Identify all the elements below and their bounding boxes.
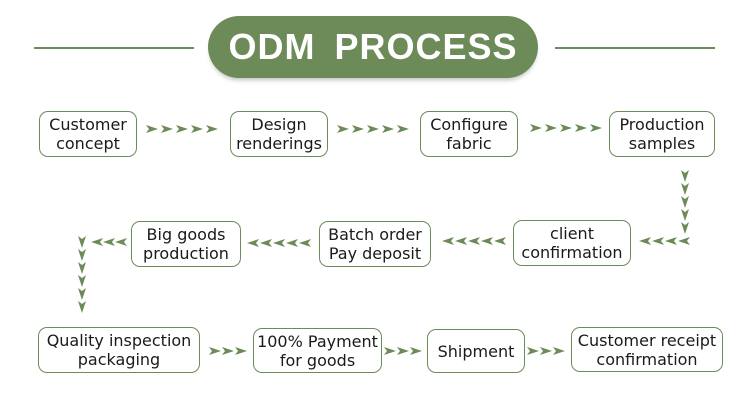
arrowhead-icon [575,124,587,132]
arrowhead-icon [78,301,86,313]
arrowhead-icon [286,239,298,247]
arrowhead-icon [494,237,506,245]
arrowhead-icon [397,347,409,355]
step-big-goods-production: Big goods production [131,221,241,267]
arrowhead-icon [455,237,467,245]
arrowhead-icon [78,249,86,261]
step-configure-fabric: Configure fabric [420,111,518,157]
arrowhead-icon [553,347,565,355]
arrowhead-icon [384,347,396,355]
page-title: ODM PROCESS [208,16,538,78]
arrowhead-icon [560,124,572,132]
arrowhead-icon [299,239,311,247]
arrowhead-icon [652,237,664,245]
step-production-samples: Production samples [609,111,715,157]
arrowhead-icon [678,237,690,245]
arrowhead-icon [337,125,349,133]
arrowhead-icon [352,125,364,133]
arrowhead-icon [247,239,259,247]
arrowhead-icon [681,170,689,182]
arrowhead-icon [410,347,422,355]
step-customer-concept: Customer concept [39,111,137,157]
arrowhead-icon [442,237,454,245]
arrowhead-icon [481,237,493,245]
step-client-confirmation: client confirmation [513,220,631,266]
step-design-renderings: Design renderings [230,111,328,157]
arrowhead-icon [146,125,158,133]
arrowhead-icon [103,238,115,246]
arrowhead-icon [260,239,272,247]
arrowhead-icon [540,347,552,355]
page-title-text: ODM PROCESS [228,26,518,67]
arrowhead-icon [530,124,542,132]
arrowhead-icon [545,124,557,132]
step-shipment: Shipment [427,329,525,373]
arrowhead-icon [527,347,539,355]
arrowhead-icon [681,222,689,234]
arrowhead-icon [235,347,247,355]
arrowhead-icon [590,124,602,132]
arrowhead-icon [273,239,285,247]
arrowhead-icon [176,125,188,133]
arrowhead-icon [681,196,689,208]
arrowhead-icon [206,125,218,133]
arrowhead-icon [681,183,689,195]
step-quality-inspection: Quality inspection packaging [38,327,200,373]
arrowhead-icon [639,237,651,245]
arrowhead-icon [665,237,677,245]
arrowhead-icon [209,347,221,355]
arrowhead-icon [91,238,103,246]
arrowhead-icon [78,236,86,248]
arrowhead-icon [367,125,379,133]
step-payment: 100% Payment for goods [253,328,382,373]
arrowhead-icon [681,209,689,221]
step-customer-receipt: Customer receipt confirmation [571,327,723,372]
arrowhead-icon [115,238,127,246]
arrowhead-icon [78,262,86,274]
arrowhead-icon [397,125,409,133]
step-batch-order: Batch order Pay deposit [319,221,431,267]
title-rule-left [34,47,194,49]
arrowhead-icon [78,275,86,287]
arrowhead-icon [78,288,86,300]
arrowhead-icon [161,125,173,133]
arrowhead-icon [191,125,203,133]
title-rule-right [555,47,715,49]
arrowhead-icon [468,237,480,245]
arrowhead-icon [222,347,234,355]
arrowhead-icon [382,125,394,133]
